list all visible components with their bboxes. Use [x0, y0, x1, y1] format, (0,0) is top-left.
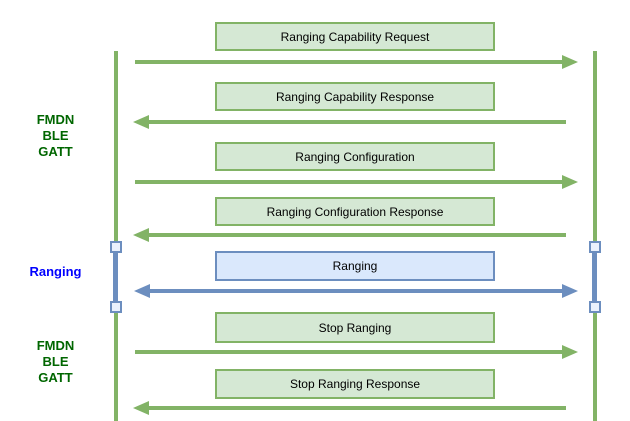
lifeline-right: [593, 51, 597, 421]
arrow-stop-ranging: [135, 345, 578, 359]
ranging-session-segment-right: [592, 247, 597, 307]
message-label: Ranging Configuration Response: [266, 204, 444, 219]
phase-label-ranging: Ranging: [8, 264, 103, 280]
arrow-ranging-capability-response: [133, 115, 566, 129]
message-label: Ranging Capability Response: [275, 89, 435, 104]
message-label: Stop Ranging Response: [289, 377, 421, 391]
arrow-line: [147, 120, 566, 124]
message-box-stop-ranging-response: Stop Ranging Response: [215, 369, 495, 399]
arrow-line: [148, 289, 564, 293]
arrow-line: [135, 60, 564, 64]
phase-label-line: BLE: [42, 128, 69, 143]
phase-label-fmdn-ble-gatt-2: FMDN BLE GATT: [8, 338, 103, 386]
phase-label-line: FMDN: [36, 112, 75, 127]
message-box-ranging-capability-request: Ranging Capability Request: [215, 22, 495, 51]
arrow-stop-ranging-response: [133, 401, 566, 415]
message-box-ranging: Ranging: [215, 251, 495, 281]
arrow-ranging-bidirectional: [134, 284, 578, 298]
arrowhead-left-icon: [133, 401, 149, 415]
message-label: Ranging: [332, 259, 378, 273]
message-box-ranging-capability-response: Ranging Capability Response: [215, 82, 495, 111]
lifeline-left: [114, 51, 118, 421]
phase-label-line: BLE: [42, 354, 69, 369]
arrowhead-right-icon: [562, 175, 578, 189]
phase-label-line: Ranging: [29, 264, 82, 279]
ranging-session-segment-left: [113, 247, 118, 307]
message-label: Ranging Configuration: [295, 149, 415, 164]
message-box-stop-ranging: Stop Ranging: [215, 312, 495, 343]
arrowhead-left-icon: [134, 284, 150, 298]
arrowhead-right-icon: [562, 345, 578, 359]
arrowhead-left-icon: [133, 115, 149, 129]
arrow-ranging-configuration-response: [133, 228, 566, 242]
activation-marker: [589, 301, 601, 313]
arrowhead-right-icon: [562, 284, 578, 298]
activation-marker: [110, 241, 122, 253]
arrow-line: [147, 406, 566, 410]
arrow-line: [135, 180, 564, 184]
message-label: Ranging Capability Request: [280, 29, 430, 44]
phase-label-fmdn-ble-gatt-1: FMDN BLE GATT: [8, 112, 103, 160]
arrow-line: [135, 350, 564, 354]
arrow-line: [147, 233, 566, 237]
message-box-ranging-configuration: Ranging Configuration: [215, 142, 495, 171]
phase-label-line: GATT: [38, 370, 73, 385]
activation-marker: [110, 301, 122, 313]
arrowhead-left-icon: [133, 228, 149, 242]
arrowhead-right-icon: [562, 55, 578, 69]
arrow-ranging-configuration: [135, 175, 578, 189]
phase-label-line: GATT: [38, 144, 73, 159]
activation-marker: [589, 241, 601, 253]
message-box-ranging-configuration-response: Ranging Configuration Response: [215, 197, 495, 226]
phase-label-line: FMDN: [36, 338, 75, 353]
arrow-ranging-capability-request: [135, 55, 578, 69]
message-label: Stop Ranging: [318, 320, 392, 335]
